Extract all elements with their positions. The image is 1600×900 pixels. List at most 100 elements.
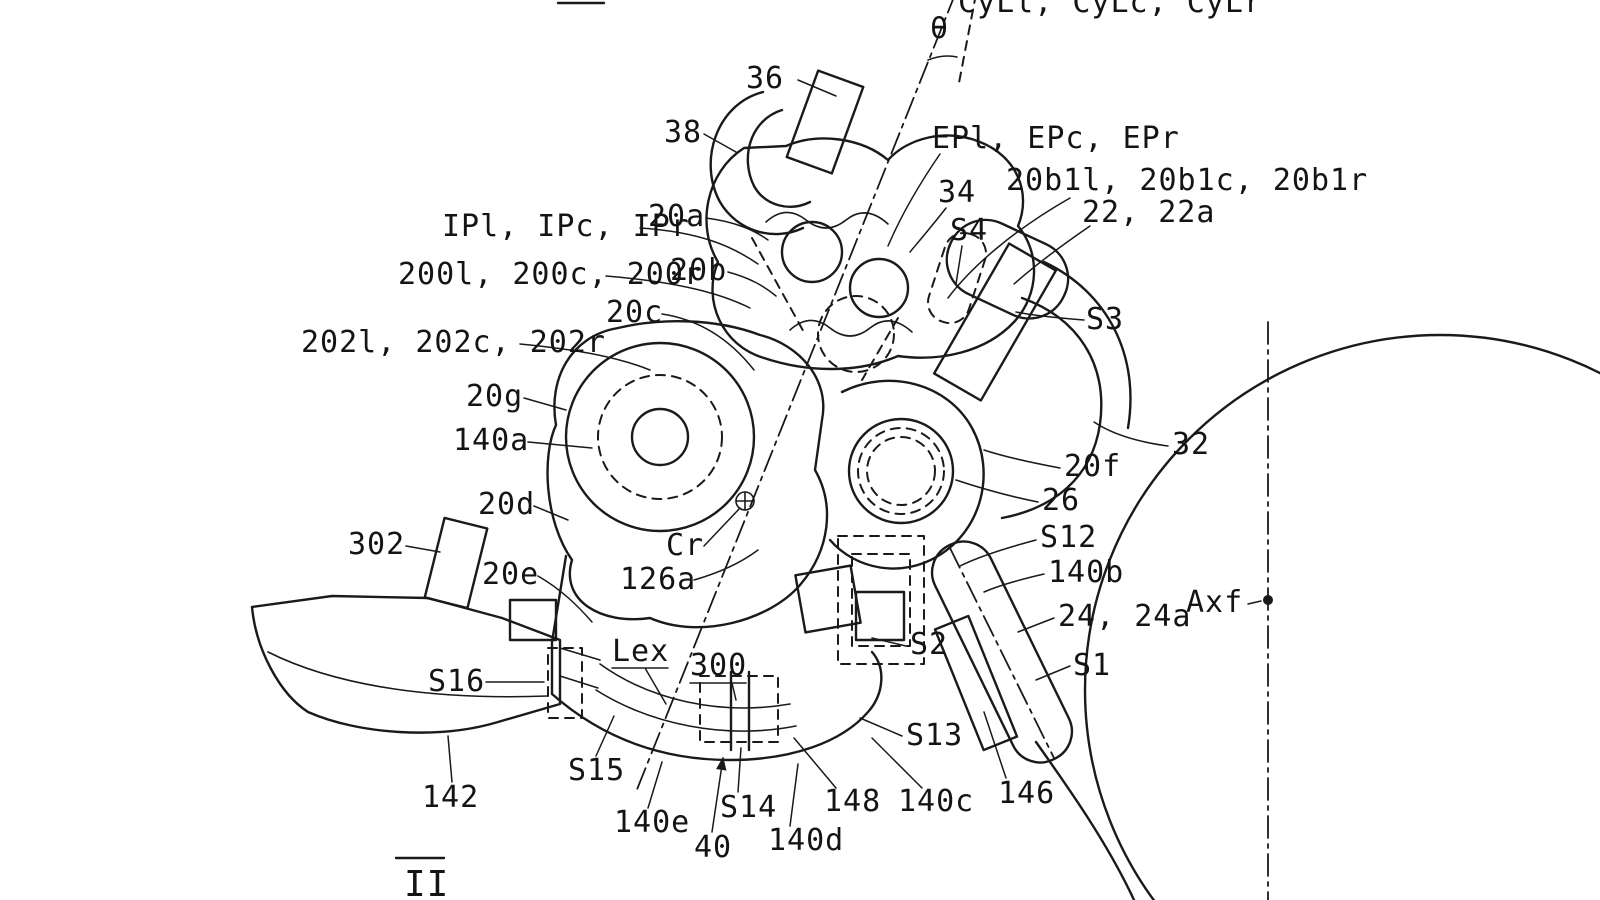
label-s14: S14: [720, 790, 777, 825]
label-s4: S4: [950, 213, 988, 248]
link-146: [933, 614, 1019, 752]
leader-cr: [703, 507, 741, 547]
leader-40-arrow: [711, 756, 727, 833]
leader-20g: [523, 397, 567, 411]
leader-300: [689, 682, 747, 701]
label-20b1: 20b1l, 20b1c, 20b1r: [1006, 163, 1368, 198]
label-126a: 126a: [620, 562, 696, 597]
leader-s2: [871, 637, 907, 647]
lower-case-contour-2: [595, 689, 797, 732]
leader-s15: [595, 715, 615, 757]
clutch-circle-solid: [847, 417, 955, 525]
leader-s13: [859, 717, 903, 737]
leader-20b: [727, 271, 777, 297]
step-platform-crease: [267, 651, 549, 698]
label-20d: 20d: [478, 487, 535, 522]
front-wheel-outline: [1083, 333, 1600, 900]
theta-angle-arc: [927, 55, 958, 61]
label-s3: S3: [1086, 302, 1124, 337]
label-140d: 140d: [768, 823, 844, 858]
label-140b: 140b: [1048, 555, 1124, 590]
leader-20e: [537, 575, 593, 623]
leader-140c: [871, 737, 923, 789]
leader-s4: [955, 245, 963, 285]
s4-section-outline: [927, 231, 987, 325]
intake-port-circle-1: [780, 220, 844, 284]
leader-20f: [983, 449, 1061, 469]
crankcase-outline: [546, 320, 829, 629]
theta-reference-line: [957, 0, 976, 89]
clutch-housing-curve: [828, 379, 985, 570]
label-38: 38: [664, 115, 702, 150]
leader-142: [447, 735, 453, 783]
clutch-circle-dashed-2: [866, 436, 936, 506]
label-theta: θ: [930, 11, 949, 46]
label-s12: S12: [1040, 520, 1097, 555]
label-ip: IPl, IPc, IPr: [442, 209, 690, 244]
label-cr: Cr: [666, 528, 704, 563]
leader-24: [1017, 617, 1055, 633]
label-20a: 20a: [648, 199, 705, 234]
head-wave-line-upper: [765, 211, 889, 229]
leader-302: [405, 545, 441, 553]
label-26: 26: [1042, 483, 1080, 518]
leader-26: [955, 479, 1039, 503]
leader-lex: [611, 667, 669, 705]
label-142: 142: [422, 780, 479, 815]
leader-20d: [533, 505, 569, 521]
frame-curve-outer-32: [1042, 260, 1132, 430]
label-200: 200l, 200c, 200r: [398, 257, 703, 292]
lower-case-outline: [550, 554, 883, 762]
hidden-box-inner-s2: [851, 553, 911, 647]
leader-s12: [959, 539, 1037, 567]
label-24: 24, 24a: [1058, 599, 1191, 634]
leader-38: [703, 133, 737, 153]
crank-cover-circle-outer: [564, 341, 756, 533]
leader-axf: [1247, 600, 1262, 605]
lower-case-contour-1: [599, 663, 791, 709]
label-34: 34: [938, 175, 976, 210]
leader-32: [1093, 421, 1169, 447]
head-hidden-edges: [751, 237, 899, 381]
label-36: 36: [746, 61, 784, 96]
clutch-circle-dashed-1: [857, 427, 945, 515]
label-32: 32: [1172, 427, 1210, 462]
leader-148: [793, 737, 837, 789]
leader-126a: [693, 549, 759, 581]
axf-axis-dot: [1263, 595, 1273, 605]
label-20g: 20g: [466, 379, 523, 414]
engine-hanger-plate-22: [932, 242, 1058, 402]
rear-member-axis: [949, 547, 1055, 759]
label-cylinder-axes: CyLl, CyLc, CyLr: [958, 0, 1263, 20]
cr-crank-center-cross: [735, 491, 755, 511]
leader-202: [519, 343, 651, 371]
label-202: 202l, 202c, 202r: [301, 325, 606, 360]
hidden-box-300: [699, 675, 779, 743]
label-s13: S13: [906, 718, 963, 753]
label-20c: 20c: [606, 295, 663, 330]
bracket-302: [423, 516, 489, 610]
leader-36: [797, 79, 837, 97]
label-140a: 140a: [453, 423, 529, 458]
label-ep: EPl, EPc, EPr: [932, 121, 1180, 156]
leader-22: [1013, 225, 1091, 285]
drawing-geometry: [250, 0, 1600, 900]
frame-curve-inner-32: [1000, 296, 1103, 520]
hidden-box-outer-s2: [837, 535, 925, 665]
mount-block-solid: [854, 590, 906, 642]
leader-146: [983, 711, 1007, 779]
intake-port-circle-2: [848, 257, 910, 319]
label-146: 146: [998, 776, 1055, 811]
rear-member-24: [930, 540, 1074, 764]
intake-duct-outer-38: [709, 90, 805, 236]
leader-140a: [527, 441, 593, 449]
label-140c: 140c: [898, 784, 974, 819]
leader-ip: [639, 227, 759, 265]
label-302: 302: [348, 527, 405, 562]
label-s2: S2: [910, 627, 948, 662]
leader-20b1: [947, 197, 1071, 299]
leader-20c: [661, 313, 755, 371]
intake-duct-inner-38: [746, 108, 812, 208]
